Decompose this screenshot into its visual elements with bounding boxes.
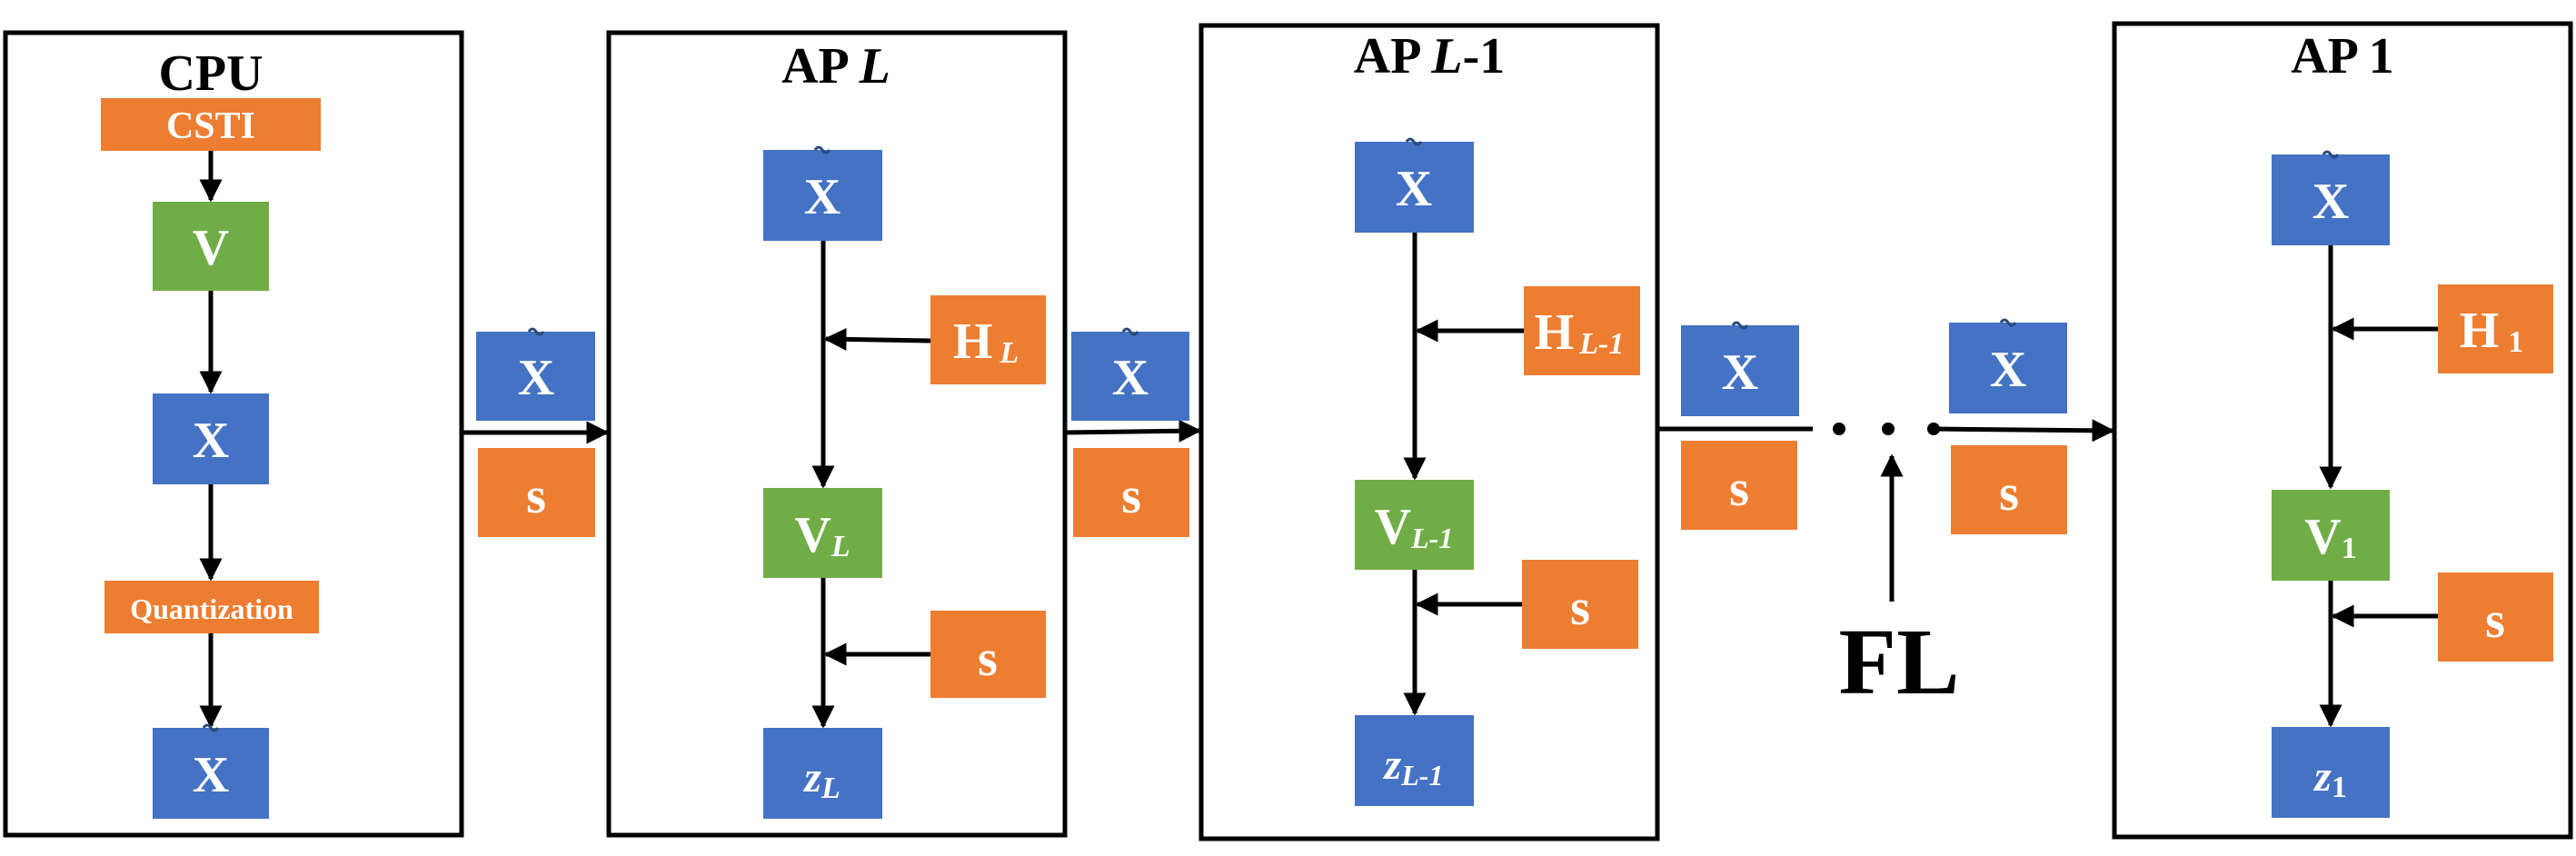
svg-text:V: V: [193, 220, 229, 276]
svg-text:X: X: [518, 350, 554, 406]
tilde-accent-icon: [2322, 150, 2340, 159]
ap-l-x-box: X: [763, 145, 882, 241]
cpu-v-box: V: [153, 202, 269, 291]
svg-text:X: X: [1112, 350, 1149, 406]
cpu-x-box: X: [153, 393, 269, 484]
cpu-x-quantized-box: X: [153, 723, 269, 819]
ap-1-v-box: V1: [2272, 490, 2390, 581]
ap-l-1-x-box: X: [1355, 137, 1474, 233]
svg-text:X: X: [2312, 174, 2349, 230]
tilde-accent-icon: [813, 145, 831, 154]
ap-l-1-z-box: zL-1: [1355, 715, 1474, 806]
ap-l-s-box: s: [930, 611, 1046, 698]
svg-text:V1: V1: [2304, 509, 2356, 565]
svg-text:X: X: [1990, 342, 2026, 398]
ellipsis-dot: [1882, 423, 1895, 435]
svg-text:s: s: [1999, 465, 2019, 522]
link2-s-box: s: [1073, 448, 1189, 537]
ap-l-z-box: zL: [763, 728, 882, 819]
svg-text:X: X: [804, 169, 840, 225]
tilde-accent-icon: [527, 327, 545, 336]
ap-1-title: AP 1: [2291, 28, 2394, 85]
link4-s-box: s: [1951, 445, 2067, 534]
svg-text:X: X: [1396, 161, 1432, 217]
svg-text:X: X: [193, 413, 229, 469]
svg-text:s: s: [2485, 592, 2505, 649]
svg-text:X: X: [1722, 344, 1758, 401]
svg-text:s: s: [978, 631, 998, 687]
svg-text:s: s: [1729, 461, 1749, 517]
ellipsis-dot: [1833, 423, 1845, 435]
ap-l-1-title: AP L-1: [1354, 28, 1505, 85]
svg-text:s: s: [526, 468, 546, 524]
ap-1-z-box: z1: [2272, 727, 2390, 818]
tilde-accent-icon: [1121, 327, 1139, 336]
link2-x-box: X: [1071, 327, 1189, 421]
ap-l-1-v-box: VL-1: [1355, 480, 1474, 570]
cpu-title: CPU: [158, 45, 263, 102]
ap-1-panel: [2112, 21, 2573, 840]
tilde-accent-icon: [1405, 137, 1423, 146]
tilde-accent-icon: [1999, 318, 2017, 327]
svg-text:HL: HL: [953, 314, 1019, 370]
ap-1-s-box: s: [2438, 572, 2553, 662]
svg-text:VL-1: VL-1: [1375, 499, 1454, 555]
svg-text:X: X: [193, 747, 229, 803]
svg-text:CSTI: CSTI: [166, 105, 255, 147]
link3-x-box: X: [1681, 321, 1799, 416]
tilde-accent-icon: [202, 723, 220, 732]
tilde-accent-icon: [1731, 321, 1749, 330]
svg-text:z1: z1: [2312, 752, 2347, 804]
svg-text:s: s: [1570, 580, 1590, 636]
svg-text:s: s: [1121, 468, 1141, 524]
svg-text:zL: zL: [802, 753, 840, 805]
ap-l-v-box: VL: [763, 488, 882, 578]
link4-x-box: X: [1949, 318, 2067, 413]
ap-1-x-box: X: [2272, 150, 2390, 245]
svg-text:VL: VL: [794, 507, 850, 563]
svg-text:Quantization: Quantization: [130, 592, 293, 625]
ap-l-title: AP L: [781, 38, 890, 95]
ap-l-1-s-box: s: [1522, 560, 1638, 649]
link1-x-box: X: [476, 327, 595, 421]
quantization-box: Quantization: [104, 581, 319, 633]
link3-s-box: s: [1681, 441, 1797, 530]
link1-s-box: s: [478, 448, 595, 537]
svg-text:H1: H1: [2460, 303, 2524, 359]
svg-text:zL-1: zL-1: [1383, 741, 1444, 792]
csti-box: CSTI: [101, 98, 321, 151]
svg-text:HL-1: HL-1: [1535, 304, 1625, 361]
fl-label: FL: [1839, 610, 1960, 714]
